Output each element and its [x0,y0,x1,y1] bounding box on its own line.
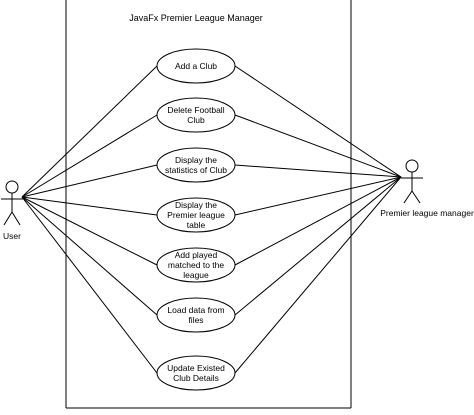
use-case-label-line: Update Existed [167,363,225,373]
use-case-label-line: Load data from [167,305,224,315]
association-user-add-played [21,196,158,266]
use-case-ellipse[interactable] [156,197,236,233]
associations [21,65,402,374]
use-case-ellipse[interactable] [156,97,236,133]
association-manager-delete-club [234,114,402,178]
association-manager-load-data [234,176,402,316]
use-case-label-line: files [188,315,203,325]
actor-user-label: User [3,231,21,241]
use-case-ellipse[interactable] [156,355,236,391]
actor-premier-league-manager: Premier league manager [380,159,474,218]
association-user-update-club [21,196,158,374]
association-manager-add-club [234,65,402,178]
actor-manager-label: Premier league manager [380,208,474,218]
use-case-add-club[interactable]: Add a Club [156,48,236,84]
use-case-label-line: Display the [175,155,217,165]
association-user-load-data [21,196,158,316]
stick-figure-icon [1,180,23,226]
use-case-label-line: Add played [175,250,218,260]
use-case-label-line: Add a Club [175,61,217,71]
use-case-label-line: Club [187,115,205,125]
use-case-ellipse[interactable] [156,147,236,183]
use-case-ellipse[interactable] [156,297,236,333]
use-case-label-line: Premier league [167,210,225,220]
system-title: JavaFx Premier League Manager [129,13,263,23]
association-manager-add-played [234,176,402,266]
use-case-ellipse[interactable] [156,48,236,84]
association-manager-display-table [234,176,402,216]
use-case-label-line: Club Details [173,373,219,383]
use-case-ellipse[interactable] [156,247,236,283]
use-case-label-line: Display the [175,200,217,210]
use-case-label-line: matched to the [168,260,225,270]
association-user-display-stats [21,164,158,198]
association-manager-update-club [234,176,402,374]
use-case-label-line: statistics of Club [165,165,227,175]
actor-user: User [1,180,23,241]
use-case-label-line: table [187,220,206,230]
association-user-display-table [21,196,158,216]
stick-figure-icon [401,159,423,204]
use-case-label-line: league [183,270,209,280]
use-case-label-line: Delete Football [167,105,224,115]
association-user-add-club [21,65,158,198]
association-user-delete-club [21,114,158,198]
association-manager-display-stats [234,164,402,178]
